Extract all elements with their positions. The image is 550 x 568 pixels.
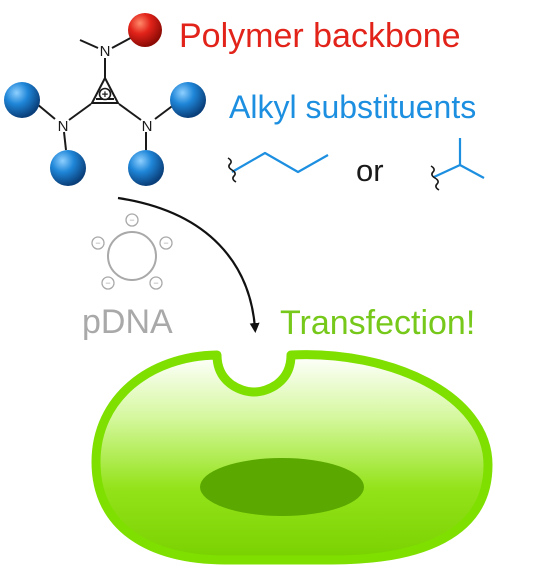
isopropyl-attachment-wavy (430, 165, 440, 191)
neg-charge-4: − (105, 278, 110, 288)
right-n-to-ring-bond (118, 103, 142, 121)
pdna-ring (107, 231, 157, 281)
alkyl-sphere-right-lower (128, 150, 164, 186)
neg-charge-1: − (129, 215, 134, 225)
positive-charge-sign: + (102, 89, 108, 101)
left-n-to-ring-bond (68, 103, 92, 121)
neg-charge-5: − (95, 238, 100, 248)
isopropyl-structure (433, 138, 485, 179)
n-atom-right: N (142, 118, 153, 135)
n-atom-left: N (58, 118, 69, 135)
neg-charge-2: − (163, 238, 168, 248)
pdna-label: pDNA (82, 303, 173, 341)
polymer-backbone-sphere (128, 13, 162, 47)
methyl-bond (79, 39, 99, 49)
neg-charge-3: − (153, 278, 158, 288)
molecule-bonds (36, 33, 176, 151)
alkyl-sphere-left-upper (4, 82, 40, 118)
n-atom-top: N (100, 43, 111, 60)
cell-nucleus (200, 458, 364, 516)
pdna-plasmid: − − − − − (91, 213, 173, 290)
positive-charge-circle (98, 87, 112, 101)
negative-charges: − − − − − (91, 213, 173, 290)
transfection-arrow (117, 196, 260, 333)
alkyl-sphere-right-upper (170, 82, 206, 118)
transfection-label: Transfection! (280, 304, 475, 342)
alkyl-substituents-label: Alkyl substituents (229, 89, 476, 125)
polymer-backbone-label: Polymer backbone (179, 17, 461, 55)
n-butyl-structure (231, 151, 329, 174)
alkyl-sphere-left-lower (50, 150, 86, 186)
cell-membrane (91, 350, 493, 565)
left-n-to-lower-sphere-bond (63, 131, 67, 151)
or-label: or (356, 153, 384, 188)
n-butyl-attachment-wavy (227, 157, 237, 183)
left-n-to-sphere-bond (36, 103, 56, 120)
